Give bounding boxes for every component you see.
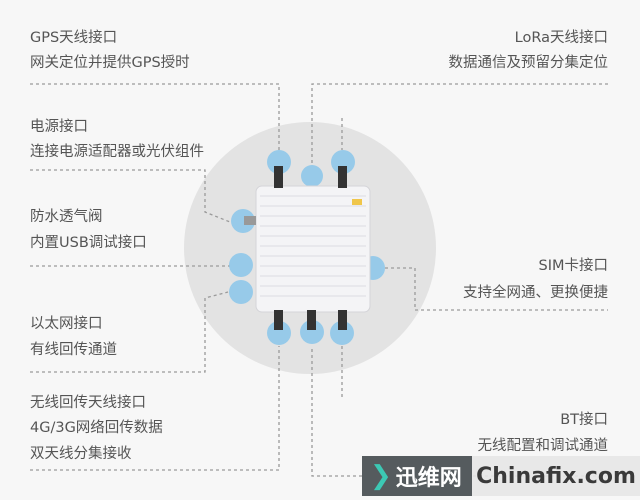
backhaul-title: 无线回传天线接口 (30, 395, 146, 411)
backhaul-desc: 4G/3G网络回传数据 (30, 420, 163, 436)
chevron-logo-icon: ❯ (370, 461, 392, 491)
lora-desc: 数据通信及预留分集定位 (448, 55, 609, 71)
port-markers (229, 150, 385, 345)
power-title: 电源接口 (30, 119, 88, 135)
vent-desc: 内置USB调试接口 (30, 235, 147, 251)
backhaul-desc2: 双天线分集接收 (30, 446, 132, 462)
lora-title: LoRa天线接口 (514, 30, 608, 46)
ethernet-title: 以太网接口 (30, 316, 103, 332)
watermark-cn: 迅维网 (395, 466, 462, 491)
power-desc: 连接电源适配器或光伏组件 (30, 144, 204, 160)
gps-title: GPS天线接口 (30, 30, 118, 46)
sim-title: SIM卡接口 (538, 258, 609, 274)
watermark: ❯迅维网 Chinafix.com (362, 456, 640, 496)
bt-desc: 无线配置和调试通道 (477, 438, 609, 454)
bt-title: BT接口 (560, 412, 608, 428)
gps-desc: 网关定位并提供GPS授时 (30, 55, 190, 71)
watermark-en: Chinafix.com (472, 456, 640, 496)
ethernet-desc: 有线回传通道 (30, 342, 117, 358)
gateway-device (244, 166, 371, 330)
sim-desc: 支持全网通、更换便捷 (463, 285, 608, 301)
vent-title: 防水透气阀 (30, 209, 103, 225)
